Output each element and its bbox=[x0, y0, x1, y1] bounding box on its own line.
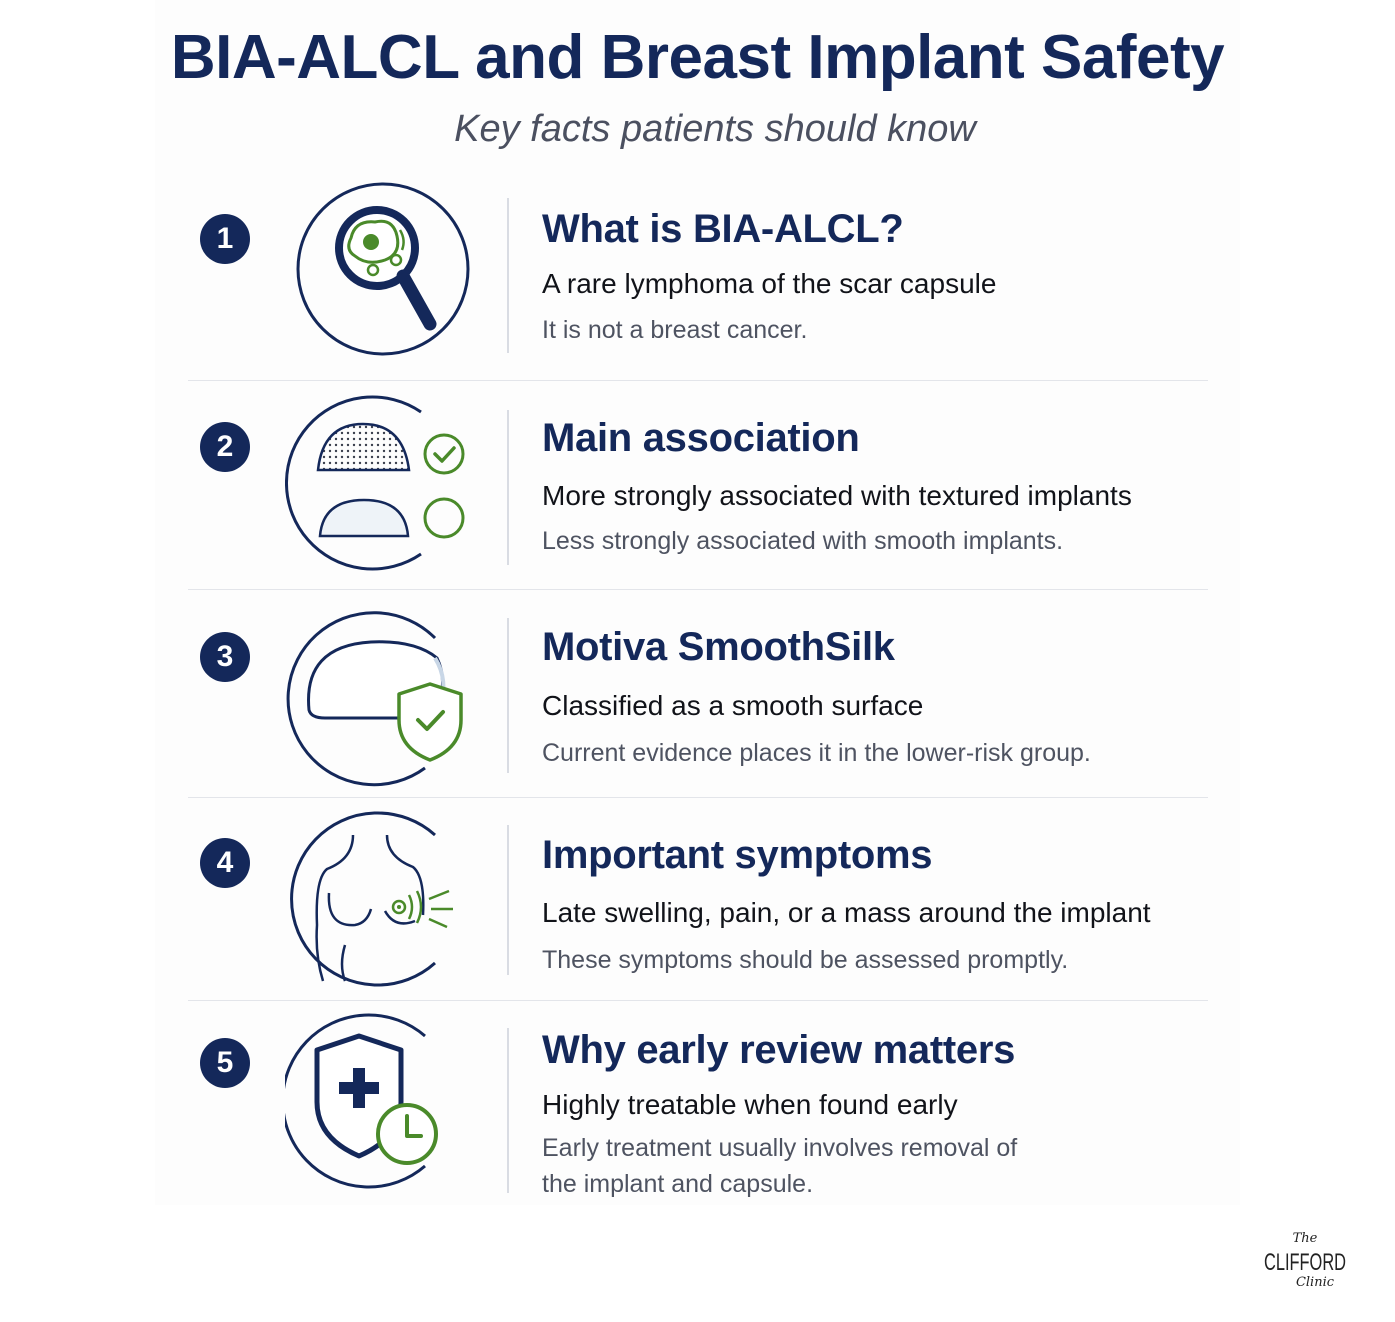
divider-line bbox=[507, 410, 509, 565]
medical-shield-clock-icon bbox=[281, 1006, 475, 1201]
page-title: BIA-ALCL and Breast Implant Safety bbox=[170, 23, 1225, 92]
row-separator bbox=[188, 380, 1208, 381]
step-number-badge: 2 bbox=[200, 422, 250, 472]
divider-line bbox=[507, 198, 509, 353]
torso-symptom-icon bbox=[285, 805, 475, 1000]
divider-line bbox=[507, 618, 509, 773]
row-separator bbox=[188, 1000, 1208, 1001]
implant-shield-check-icon bbox=[285, 598, 475, 793]
page-subtitle: Key facts patients should know bbox=[454, 108, 976, 150]
item-lead: A rare lymphoma of the scar capsule bbox=[542, 268, 997, 299]
svg-text:Clinic: Clinic bbox=[1296, 1275, 1335, 1290]
row-separator bbox=[188, 797, 1208, 798]
divider-line bbox=[507, 825, 509, 975]
item-lead: Classified as a smooth surface bbox=[542, 690, 924, 721]
item-heading: Main association bbox=[542, 416, 860, 460]
item-heading: Important symptoms bbox=[542, 833, 933, 877]
row-separator bbox=[188, 589, 1208, 590]
step-number-badge: 4 bbox=[200, 838, 250, 888]
item-detail-line-1: Early treatment usually involves removal… bbox=[542, 1134, 1018, 1162]
item-lead: More strongly associated with textured i… bbox=[542, 480, 1132, 511]
item-heading: Motiva SmoothSilk bbox=[542, 625, 895, 669]
step-number-badge: 3 bbox=[200, 632, 250, 682]
item-heading: What is BIA-ALCL? bbox=[542, 207, 904, 251]
divider-line bbox=[507, 1028, 509, 1193]
item-lead: Late swelling, pain, or a mass around th… bbox=[542, 897, 1151, 928]
svg-text:CLIFFORD: CLIFFORD bbox=[1264, 1249, 1346, 1276]
item-detail: Less strongly associated with smooth imp… bbox=[542, 527, 1064, 555]
item-heading: Why early review matters bbox=[542, 1028, 1016, 1072]
item-detail: Current evidence places it in the lower-… bbox=[542, 739, 1091, 767]
item-detail: It is not a breast cancer. bbox=[542, 316, 808, 344]
clinic-logo: The CLIFFORD Clinic bbox=[1255, 1228, 1355, 1298]
svg-text:The: The bbox=[1293, 1231, 1318, 1246]
item-detail-line-2: the implant and capsule. bbox=[542, 1170, 814, 1198]
step-number-badge: 1 bbox=[200, 214, 250, 264]
item-detail: These symptoms should be assessed prompt… bbox=[542, 946, 1069, 974]
step-number-badge: 5 bbox=[200, 1038, 250, 1088]
textured-vs-smooth-implant-icon bbox=[285, 388, 475, 583]
item-lead: Highly treatable when found early bbox=[542, 1089, 958, 1120]
content-panel bbox=[155, 0, 1240, 1205]
magnifier-cell-icon bbox=[285, 178, 475, 368]
